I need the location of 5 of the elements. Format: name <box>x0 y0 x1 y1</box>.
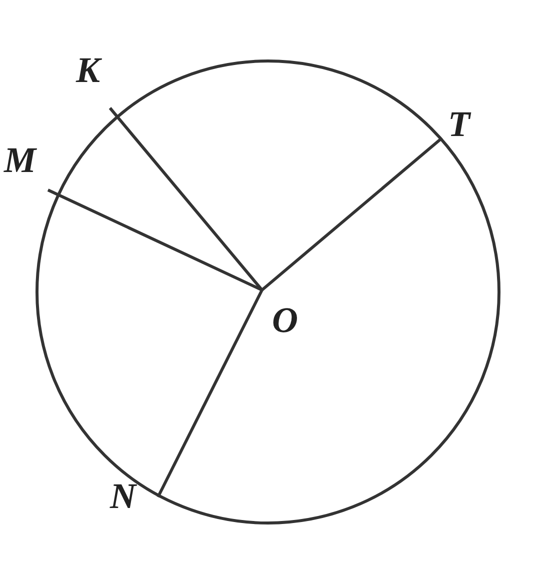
point-label: K <box>76 52 100 88</box>
point-label: O <box>272 302 298 338</box>
point-label: M <box>4 142 36 178</box>
point-label: N <box>110 478 136 514</box>
point-label: T <box>448 106 470 142</box>
